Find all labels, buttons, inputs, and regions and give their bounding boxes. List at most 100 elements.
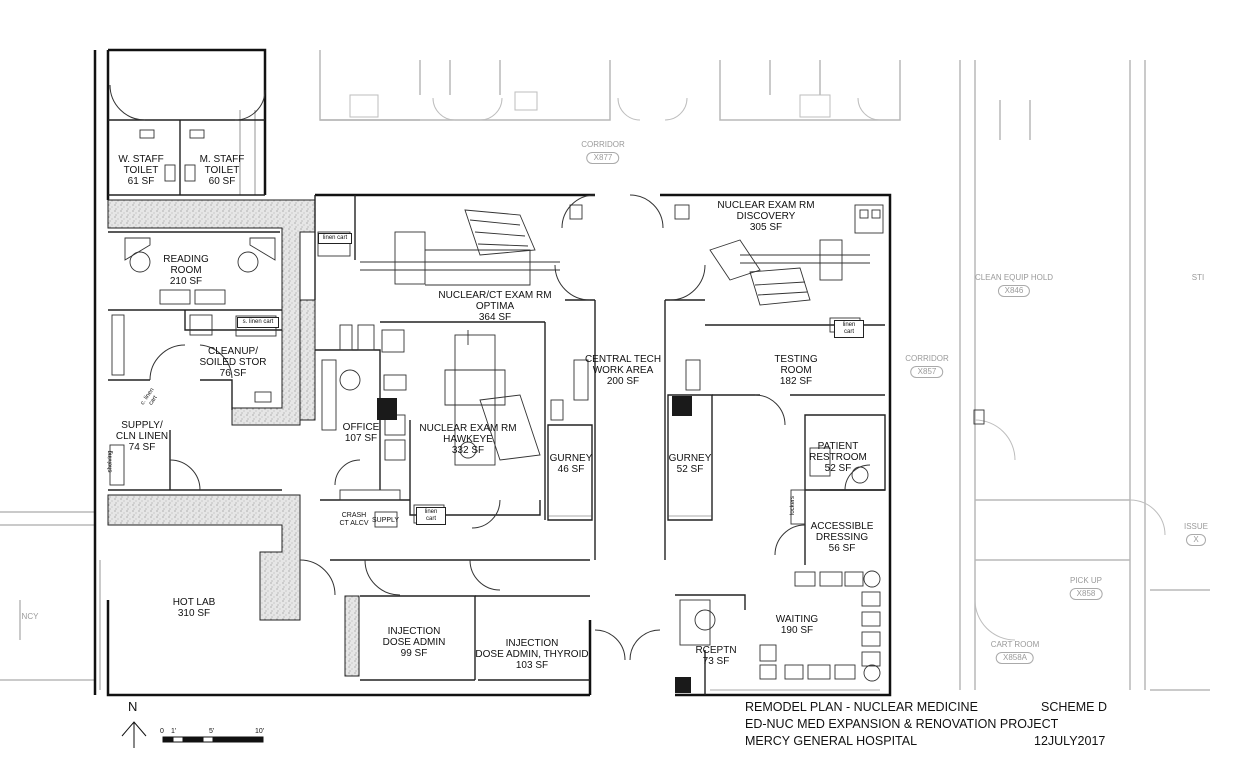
room-name: SUPPLY/ xyxy=(121,420,163,431)
room-name: M. STAFF xyxy=(199,154,245,165)
room-area: 332 SF xyxy=(451,445,485,456)
room-sub: WORK AREA xyxy=(592,365,654,376)
room-area: 60 SF xyxy=(208,176,236,187)
corridor-name: PICK UP xyxy=(1069,576,1102,585)
stippled-walls xyxy=(107,199,360,677)
crash-cart-alcove-label: CRASH CT ALCV xyxy=(339,512,369,527)
pick-up-x858: PICK UP X858 xyxy=(1069,576,1103,600)
corridor-x857: CORRIDOR X857 xyxy=(905,354,949,378)
corridor-tag: X858A xyxy=(995,652,1035,664)
room-area: 107 SF xyxy=(344,433,378,444)
room-area: 364 SF xyxy=(478,312,512,323)
scale-tick-1: 1' xyxy=(171,728,177,735)
linen-cart-label: linen cart xyxy=(318,233,352,244)
corridor-name: CORRIDOR xyxy=(581,140,625,149)
room-sub: SOILED STOR xyxy=(199,357,267,368)
room-sub: RESTROOM xyxy=(809,452,867,463)
north-arrow xyxy=(121,721,147,748)
room-sub: HAWKEYE xyxy=(443,434,493,445)
corridor-tag: X846 xyxy=(997,285,1031,297)
room-area: 74 SF xyxy=(128,442,156,453)
room-sub: ROOM xyxy=(170,265,202,276)
room-m-staff-toilet: M. STAFF TOILET 60 SF xyxy=(200,154,245,187)
room-area: 190 SF xyxy=(780,625,814,636)
room-name: GURNEY xyxy=(668,453,712,464)
north-label: N xyxy=(128,699,138,714)
door-swings xyxy=(109,84,871,661)
room-name: ACCESSIBLE xyxy=(810,521,874,532)
supply-label: SUPPLY xyxy=(372,517,400,524)
furniture-hatch xyxy=(548,515,880,691)
room-name: CENTRAL TECH xyxy=(584,354,662,365)
scale-tick-5: 5' xyxy=(209,728,215,735)
room-w-staff-toilet: W. STAFF TOILET 61 SF xyxy=(118,154,163,187)
exterior-walls xyxy=(93,48,892,697)
corridor-name: CART ROOM xyxy=(990,640,1040,649)
existing-walls-faint xyxy=(0,50,1210,691)
room-waiting: WAITING 190 SF xyxy=(776,614,818,636)
room-name: GURNEY xyxy=(549,453,593,464)
room-name: HOT LAB xyxy=(172,597,216,608)
sti-room: STI xyxy=(1192,273,1204,283)
room-name: INJECTION xyxy=(505,638,559,649)
room-central-tech-work-area: CENTRAL TECH WORK AREA 200 SF xyxy=(585,354,661,387)
lockers-label: lockers xyxy=(790,495,797,516)
room-cleanup-soiled-stor: CLEANUP/ SOILED STOR 76 SF xyxy=(199,346,266,379)
room-area: 76 SF xyxy=(219,368,247,379)
room-injection-dose-admin-thyroid: INJECTION DOSE ADMIN, THYROID 103 SF xyxy=(475,638,588,671)
room-name: NUCLEAR EXAM RM xyxy=(419,423,517,434)
room-area: 52 SF xyxy=(824,463,852,474)
cart-room-x858a: CART ROOM X858A xyxy=(990,640,1040,664)
room-office: OFFICE 107 SF xyxy=(343,422,380,444)
clean-equip-hold-x846: CLEAN EQUIP HOLD X846 xyxy=(975,273,1053,297)
shelving-label: shelving xyxy=(107,450,114,473)
room-area: 52 SF xyxy=(676,464,704,475)
room-name: PATIENT xyxy=(817,441,859,452)
title-line-2: ED-NUC MED EXPANSION & RENOVATION PROJEC… xyxy=(745,717,1059,731)
furniture xyxy=(109,129,985,682)
scale-tick-0: 0 xyxy=(160,728,164,735)
room-sub: ROOM xyxy=(780,365,812,376)
ncy-room: NCY xyxy=(22,612,39,622)
room-accessible-dressing: ACCESSIBLE DRESSING 56 SF xyxy=(811,521,874,554)
room-area: 182 SF xyxy=(779,376,813,387)
room-sub: DOSE ADMIN, THYROID xyxy=(475,649,589,660)
room-patient-restroom: PATIENT RESTROOM 52 SF xyxy=(809,441,867,474)
corridor-name: NCY xyxy=(21,612,39,621)
dark-fill-blocks xyxy=(377,396,692,693)
room-area: 200 SF xyxy=(606,376,640,387)
corridor-tag: X857 xyxy=(910,366,944,378)
room-name: OFFICE xyxy=(342,422,380,433)
corridor-x877: CORRIDOR X877 xyxy=(581,140,625,164)
room-reading-room: READING ROOM 210 SF xyxy=(163,254,209,287)
room-nuclear-exam-hawkeye: NUCLEAR EXAM RM HAWKEYE 332 SF xyxy=(419,423,516,456)
room-name: INJECTION xyxy=(387,626,441,637)
corridor-name: CLEAN EQUIP HOLD xyxy=(974,273,1054,282)
room-name: NUCLEAR/CT EXAM RM xyxy=(438,290,552,301)
corridor-tag: X858 xyxy=(1069,588,1103,600)
linen-cart-label: linen cart xyxy=(416,507,446,525)
room-name: NUCLEAR EXAM RM xyxy=(717,200,815,211)
room-sub: TOILET xyxy=(123,165,159,176)
room-gurney-52: GURNEY 52 SF xyxy=(669,453,712,475)
room-name: WAITING xyxy=(775,614,819,625)
room-area: 99 SF xyxy=(400,648,428,659)
title-date: 12JULY2017 xyxy=(1034,734,1106,748)
corridor-name: CORRIDOR xyxy=(905,354,949,363)
corridor-tag: X877 xyxy=(586,152,620,164)
s-linen-cart-label: s. linen cart xyxy=(237,317,279,328)
room-nuclear-ct-exam-optima: NUCLEAR/CT EXAM RM OPTIMA 364 SF xyxy=(438,290,551,323)
room-area: 61 SF xyxy=(127,176,155,187)
room-area: 73 SF xyxy=(702,656,730,667)
corridor-tag: X xyxy=(1186,534,1206,546)
corridor-doors-faint xyxy=(349,91,1166,641)
room-area: 56 SF xyxy=(828,543,856,554)
title-line-3: MERCY GENERAL HOSPITAL xyxy=(745,734,918,748)
room-area: 46 SF xyxy=(557,464,585,475)
room-sub: DISCOVERY xyxy=(736,211,796,222)
room-name: RCEPTN xyxy=(695,645,737,656)
room-name: READING xyxy=(163,254,209,265)
room-nuclear-exam-discovery: NUCLEAR EXAM RM DISCOVERY 305 SF xyxy=(717,200,814,233)
title-line-1: REMODEL PLAN - NUCLEAR MEDICINE xyxy=(745,700,978,714)
